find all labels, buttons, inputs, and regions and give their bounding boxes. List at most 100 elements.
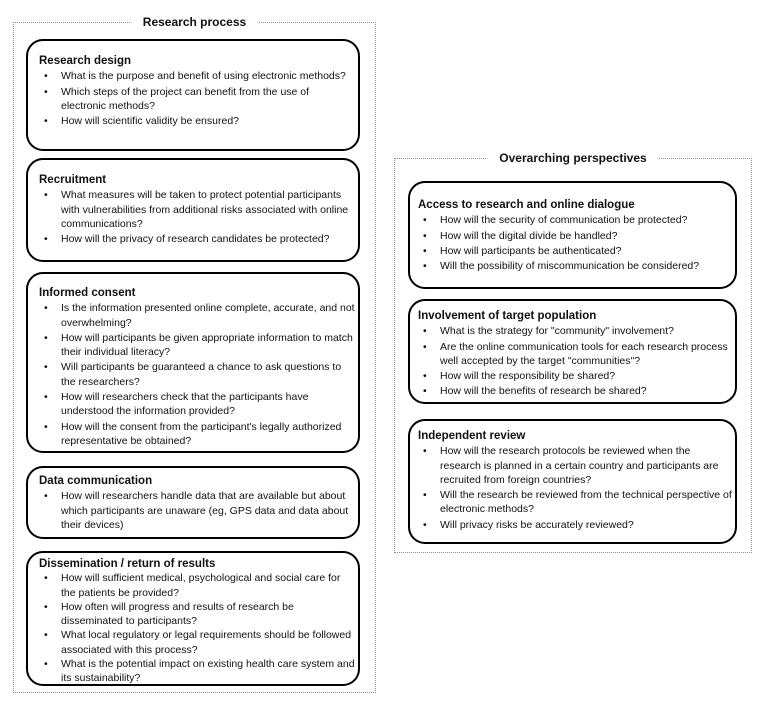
card-title: Dissemination / return of results xyxy=(39,558,216,570)
bullet-icon: • xyxy=(44,572,48,585)
bullet-item: • How will the benefits of research be sh… xyxy=(418,384,733,398)
bullet-text: Will the possibility of miscommunication… xyxy=(440,260,700,273)
card-independent-review: Independent review •How will the researc… xyxy=(408,419,737,544)
bullet-icon: • xyxy=(423,340,427,353)
bullet-item: • How will researchers handle data that a… xyxy=(39,489,355,532)
bullet-item: • How will scientific validity be ensured… xyxy=(39,114,355,128)
bullet-icon: • xyxy=(44,629,48,642)
bullet-text: What measures will be taken to protect p… xyxy=(61,189,349,230)
bullet-list: • How will researchers handle data that a… xyxy=(39,489,355,532)
card-title: Research design xyxy=(39,55,132,67)
research-process-panel: Research process Research design • What i… xyxy=(13,15,376,693)
bullet-item: •How will the digital divide be handled? xyxy=(418,229,733,243)
bullet-item: • Is the information presented online com… xyxy=(39,301,355,330)
bullet-text: How will researchers check that the part… xyxy=(61,391,309,418)
bullet-text: What is the potential impact on existing… xyxy=(61,658,355,685)
card-title: Recruitment xyxy=(39,174,107,186)
card-title: Access to research and online dialogue xyxy=(418,199,635,211)
bullet-text: How often will progress and results of r… xyxy=(61,600,294,628)
bullet-icon: • xyxy=(423,489,427,502)
bullet-list: • What measures will be taken to protect … xyxy=(39,188,355,246)
bullet-icon: • xyxy=(423,260,427,273)
card-title: Independent review xyxy=(418,430,526,442)
bullet-icon: • xyxy=(44,490,48,503)
bullet-text: Is the information presented online comp… xyxy=(61,302,355,329)
bullet-text: How will the responsibility be shared? xyxy=(440,370,616,383)
bullet-icon: • xyxy=(44,70,48,83)
bullet-icon: • xyxy=(423,229,427,242)
bullet-icon: • xyxy=(44,85,48,98)
bullet-item: • Are the online communication tools for … xyxy=(418,340,733,369)
bullet-icon: • xyxy=(44,233,48,246)
bullet-icon: • xyxy=(44,189,48,202)
bullet-text: How will scientific validity be ensured? xyxy=(61,115,239,128)
bullet-icon: • xyxy=(44,115,48,128)
bullet-item: • How will sufficient medical, psychologi… xyxy=(39,571,355,600)
bullet-list: • Is the information presented online com… xyxy=(39,301,355,448)
bullet-icon: • xyxy=(423,325,427,338)
bullet-text: How will participants be authenticated? xyxy=(440,244,622,257)
bullet-item: • How will the responsibility be shared? xyxy=(418,369,733,383)
bullet-icon: • xyxy=(44,658,48,671)
bullet-item: • Will the possibility of miscommunicatio… xyxy=(418,259,733,273)
bullet-text: How will the benefits of research be sha… xyxy=(440,385,647,398)
bullet-text: Which steps of the project can benefit f… xyxy=(61,85,310,112)
research-process-panel-title: Research process xyxy=(130,15,259,30)
card-informed-consent: Informed consent • Is the information pre… xyxy=(26,272,360,453)
bullet-text: What local regulatory or legal requireme… xyxy=(61,629,352,656)
bullet-item: •How will the privacy of research candid… xyxy=(39,232,355,246)
card-access-to-research-and-online-dialogue: Access to research and online dialogue •… xyxy=(408,181,737,289)
bullet-icon: • xyxy=(423,370,427,383)
bullet-item: • Will the research be reviewed from the … xyxy=(418,488,733,517)
bullet-list: • How will sufficient medical, psychologi… xyxy=(39,571,355,685)
bullet-text: Will the research be reviewed from the t… xyxy=(440,489,732,516)
bullet-text: How will sufficient medical, psychologic… xyxy=(61,572,341,599)
bullet-item: • What is the potential impact on existin… xyxy=(39,657,355,685)
card-involvement-of-target-population: Involvement of target population • What i… xyxy=(408,299,737,404)
card-recruitment: Recruitment • What measures will be taken… xyxy=(26,158,360,262)
bullet-text: How will participants be given appropria… xyxy=(61,331,353,359)
bullet-item: • Will participants be guaranteed a chanc… xyxy=(39,360,355,389)
bullet-icon: • xyxy=(423,518,427,531)
bullet-icon: • xyxy=(44,600,48,613)
bullet-item: • What local regulatory or legal requirem… xyxy=(39,628,355,657)
card-title: Data communication xyxy=(39,475,153,487)
bullet-icon: • xyxy=(44,331,48,344)
bullet-icon: • xyxy=(44,302,48,315)
bullet-text: How will the security of communication b… xyxy=(440,214,688,227)
bullet-icon: • xyxy=(423,385,427,398)
bullet-item: •Will privacy risks be accurately review… xyxy=(418,518,733,532)
bullet-list: • How will the security of communication … xyxy=(418,213,733,273)
bullet-item: •How will the research protocols be revi… xyxy=(418,444,733,487)
card-title: Informed consent xyxy=(39,287,136,299)
bullet-item: • How will participants be authenticated? xyxy=(418,244,733,258)
bullet-icon: • xyxy=(44,391,48,404)
bullet-item: • How will participants be given appropri… xyxy=(39,331,355,360)
card-dissemination-return-of-results: Dissemination / return of results • How w… xyxy=(26,551,360,686)
bullet-item: • What is the strategy for "community" in… xyxy=(418,324,733,338)
bullet-list: • What is the purpose and benefit of usin… xyxy=(39,69,355,128)
bullet-text: What is the purpose and benefit of using… xyxy=(61,70,346,83)
bullet-item: • How will the consent from the participa… xyxy=(39,420,355,449)
bullet-item: • Which steps of the project can benefit … xyxy=(39,85,355,114)
bullet-icon: • xyxy=(44,420,48,433)
bullet-item: • What measures will be taken to protect … xyxy=(39,188,355,231)
bullet-icon: • xyxy=(423,214,427,227)
card-data-communication: Data communication • How will researchers… xyxy=(26,466,360,539)
overarching-perspectives-panel-title: Overarching perspectives xyxy=(487,151,659,166)
bullet-text: What is the strategy for "community" inv… xyxy=(440,325,674,338)
bullet-icon: • xyxy=(44,361,48,374)
overarching-perspectives-panel: Overarching perspectives Access to resea… xyxy=(394,151,752,553)
bullet-text: Are the online communication tools for e… xyxy=(440,340,728,367)
card-research-design: Research design • What is the purpose and… xyxy=(26,39,360,151)
bullet-item: • How will researchers check that the par… xyxy=(39,390,355,419)
bullet-text: Will participants be guaranteed a chance… xyxy=(61,361,342,388)
bullet-icon: • xyxy=(423,244,427,257)
bullet-item: • What is the purpose and benefit of usin… xyxy=(39,69,355,83)
bullet-text: How will researchers handle data that ar… xyxy=(61,490,349,531)
card-title: Involvement of target population xyxy=(418,310,597,322)
bullet-item: • How will the security of communication … xyxy=(418,213,733,227)
bullet-list: • What is the strategy for "community" in… xyxy=(418,324,733,398)
bullet-text: How will the consent from the participan… xyxy=(61,420,342,447)
